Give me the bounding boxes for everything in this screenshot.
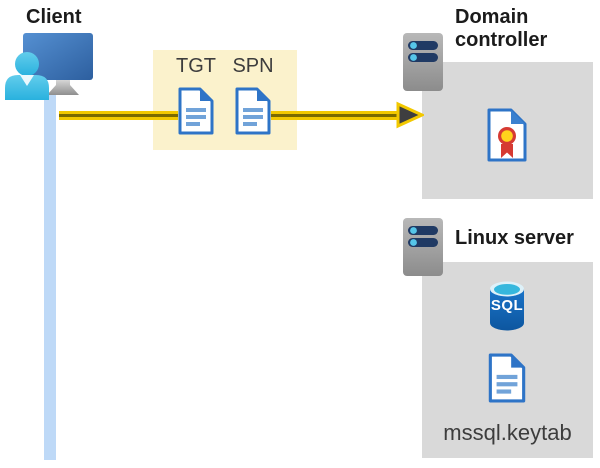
keytab-document-icon	[488, 353, 526, 403]
domain-controller-server-icon	[403, 33, 443, 91]
monitor-icon	[23, 33, 93, 95]
linux-server-icon	[403, 218, 443, 276]
ticket-box	[153, 50, 297, 150]
keytab-label: mssql.keytab	[443, 420, 572, 445]
client-label: Client	[26, 6, 82, 28]
sql-badge-label: SQL	[490, 297, 524, 314]
domain-controller-label: Domain controller	[455, 6, 548, 51]
certificate-icon	[487, 108, 527, 162]
spn-document-icon	[235, 87, 271, 135]
client-timeline-line	[44, 93, 56, 460]
sql-database-icon	[490, 281, 524, 331]
spn-label: SPN	[232, 55, 274, 77]
auth-arrow-segment-left	[59, 111, 178, 120]
linux-server-label: Linux server	[455, 227, 574, 249]
tgt-label: TGT	[176, 55, 216, 77]
auth-arrow-segment-right	[271, 111, 402, 120]
tgt-document-icon	[178, 87, 214, 135]
user-icon	[5, 52, 49, 100]
client-icon	[5, 33, 93, 100]
arrow-head-icon	[396, 101, 424, 129]
